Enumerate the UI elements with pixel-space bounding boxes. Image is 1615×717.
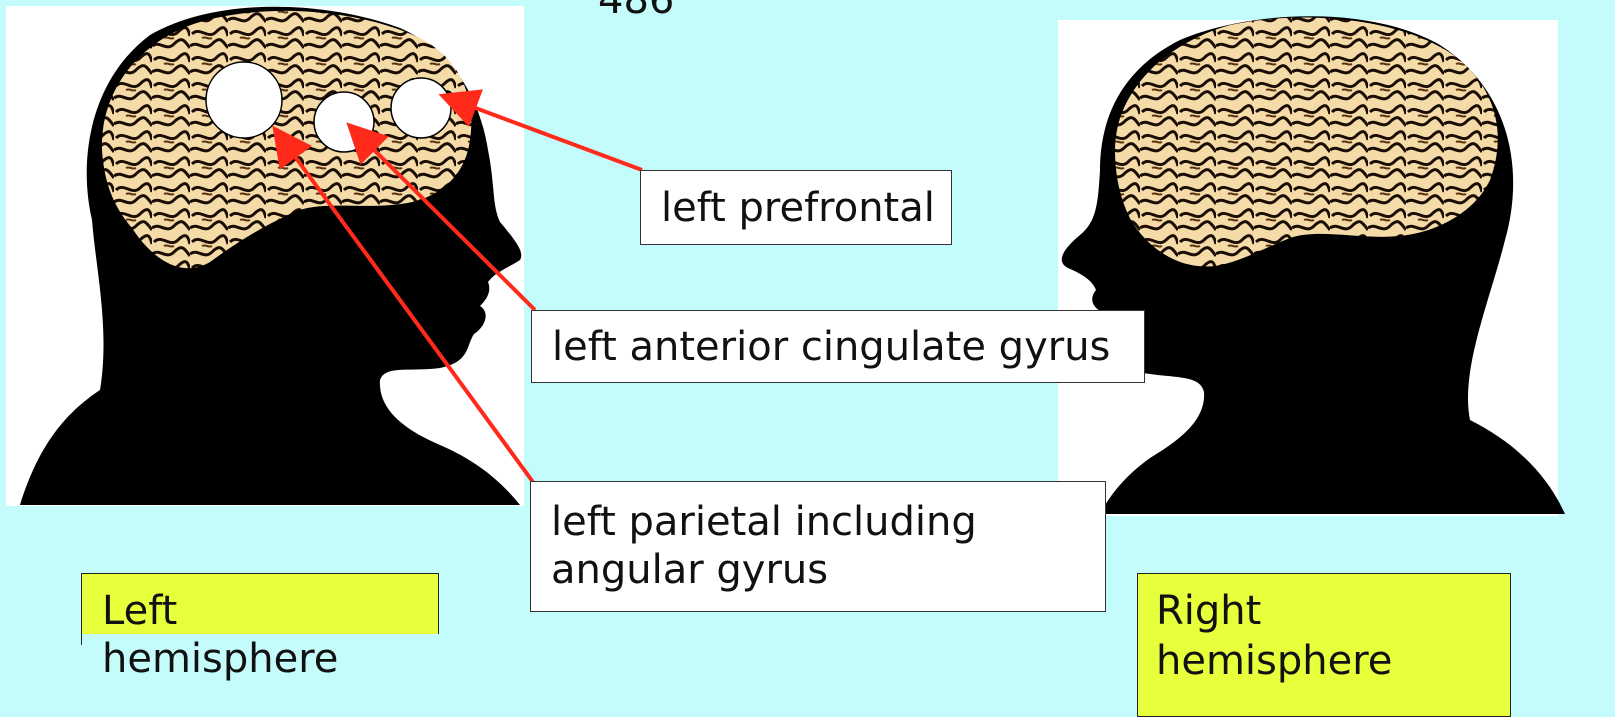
label-left-anterior-cingulate: left anterior cingulate gyrus	[531, 310, 1145, 383]
right-hemisphere-line2: hemisphere	[1156, 636, 1510, 686]
label-left-parietal: left parietal including angular gyrus	[530, 481, 1106, 612]
label-left-parietal-line1: left parietal including	[551, 498, 1085, 546]
right-head-silhouette-icon	[1062, 16, 1565, 514]
parietal-marker	[206, 62, 282, 138]
left-hemisphere-line2: hemisphere	[82, 634, 440, 684]
label-left-parietal-line2: angular gyrus	[551, 546, 1085, 594]
right-hemisphere-line1: Right	[1156, 586, 1510, 636]
left-hemisphere-label: Left hemisphere	[81, 573, 439, 645]
left-head-silhouette-icon	[20, 7, 521, 505]
prefrontal-marker	[391, 78, 451, 138]
label-left-prefrontal-text: left prefrontal	[661, 185, 935, 231]
label-left-prefrontal: left prefrontal	[640, 170, 952, 245]
right-hemisphere-label: Right hemisphere	[1137, 573, 1511, 717]
left-hemisphere-line1: Left	[102, 586, 438, 636]
label-left-anterior-cingulate-text: left anterior cingulate gyrus	[552, 324, 1110, 370]
